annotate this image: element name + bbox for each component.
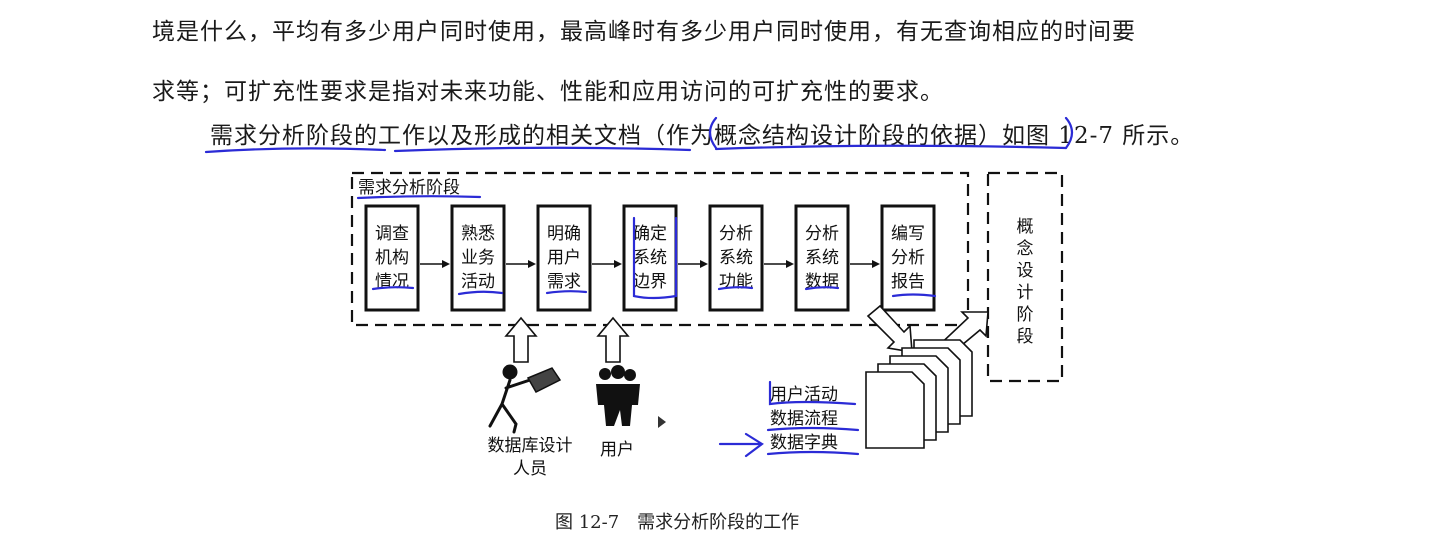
step-4-line-2: 系统 — [633, 248, 667, 268]
step-1-underline — [371, 286, 415, 291]
concept-stage-char-6: 段 — [1017, 327, 1034, 347]
designer-input-arrow — [504, 316, 538, 363]
step-box-1 — [364, 204, 420, 312]
user-input-arrow — [596, 316, 630, 363]
annotation-underline-3 — [714, 144, 1068, 151]
document-stack-icon — [865, 339, 973, 449]
docs-underline-3 — [766, 450, 860, 456]
step-6-line-1: 分析 — [805, 224, 839, 244]
flow-arrowhead-6 — [872, 260, 880, 268]
paragraph-line-2: 求等；可扩充性要求是指对未来功能、性能和应用访问的可扩充性的要求。 — [152, 79, 944, 105]
concept-stage-char-1: 概 — [1017, 217, 1034, 237]
step-6-line-2: 系统 — [805, 248, 839, 268]
step-box-6 — [794, 204, 850, 312]
concept-stage-frame — [986, 171, 1064, 383]
concept-stage-char-2: 念 — [1017, 238, 1034, 259]
annotation-bracket-close — [1064, 116, 1074, 150]
flow-arrowhead-4 — [700, 260, 708, 268]
step-7-line-2: 分析 — [891, 248, 925, 268]
step-5-line-2: 系统 — [719, 248, 753, 268]
doc-label-data-dictionary: 数据字典 — [770, 433, 838, 453]
step-7-underline — [891, 293, 937, 298]
step-2-line-2: 业务 — [461, 248, 495, 268]
step-5-line-1: 分析 — [719, 224, 753, 244]
step-3-underline — [545, 290, 588, 295]
docs-underline-2 — [766, 426, 860, 432]
step-box-5 — [708, 204, 764, 312]
step-4-bracket — [632, 216, 678, 300]
concept-stage-char-3: 设 — [1017, 261, 1034, 281]
stage-title: 需求分析阶段 — [358, 178, 460, 198]
flow-arrowhead-5 — [786, 260, 794, 268]
step-boxes: 调查机构情况熟悉业务活动明确用户需求确定系统边界分析系统功能分析系统数据编写分析… — [364, 204, 936, 312]
step-2-line-1: 熟悉 — [461, 223, 495, 244]
annotation-underline-2 — [393, 146, 692, 153]
step-4-line-1: 确定 — [633, 224, 667, 244]
doc-label-data-flow: 数据流程 — [770, 409, 838, 429]
figure-caption: 图 12-7 需求分析阶段的工作 — [555, 512, 799, 533]
step-2-line-3: 活动 — [461, 272, 495, 292]
designer-label-line1: 数据库设计 — [488, 436, 573, 456]
cursor-icon — [658, 416, 666, 428]
step-5-underline — [717, 286, 754, 291]
user-label: 用户 — [600, 440, 634, 460]
step-4-line-3: 边界 — [633, 272, 667, 292]
paragraph-line-1: 境是什么，平均有多少用户同时使用，最高峰时有多少用户同时使用，有无查询相应的时间… — [152, 19, 1136, 45]
stage-dashed-frame — [350, 171, 970, 327]
step-1-line-2: 机构 — [375, 248, 409, 268]
annotation-underline-1 — [204, 147, 387, 154]
annotation-bracket-open — [708, 116, 718, 150]
flow-arrowhead-2 — [528, 260, 536, 268]
stage-to-docs-arrow — [866, 304, 913, 353]
handwritten-arrow — [718, 432, 764, 458]
concept-stage-char-4: 计 — [1017, 283, 1034, 303]
concept-stage-char-5: 阶 — [1017, 305, 1034, 325]
flow-arrowhead-1 — [442, 260, 450, 268]
step-7-line-3: 报告 — [891, 272, 925, 292]
step-3-line-2: 用户 — [547, 248, 581, 268]
stage-title-underline — [356, 195, 482, 200]
step-1-line-1: 调查 — [375, 224, 409, 244]
step-3-line-3: 需求 — [547, 272, 581, 292]
step-2-underline — [457, 290, 504, 296]
step-6-underline — [804, 286, 840, 291]
step-3-line-1: 明确 — [547, 224, 581, 244]
step-box-4 — [622, 204, 678, 312]
doc-label-user-activity: 用户活动 — [770, 385, 838, 405]
users-group-icon — [596, 365, 640, 426]
docs-bracket-1 — [768, 380, 857, 406]
step-box-7 — [880, 204, 936, 312]
step-7-line-1: 编写 — [891, 224, 925, 244]
document-page-5 — [865, 371, 925, 449]
designer-label-line2: 人员 — [513, 459, 547, 479]
flow-arrowhead-3 — [614, 260, 622, 268]
paragraph-line-3: 需求分析阶段的工作以及形成的相关文档（作为概念结构设计阶段的依据）如图 12-7… — [210, 123, 1195, 149]
designer-figure-icon — [488, 364, 562, 434]
